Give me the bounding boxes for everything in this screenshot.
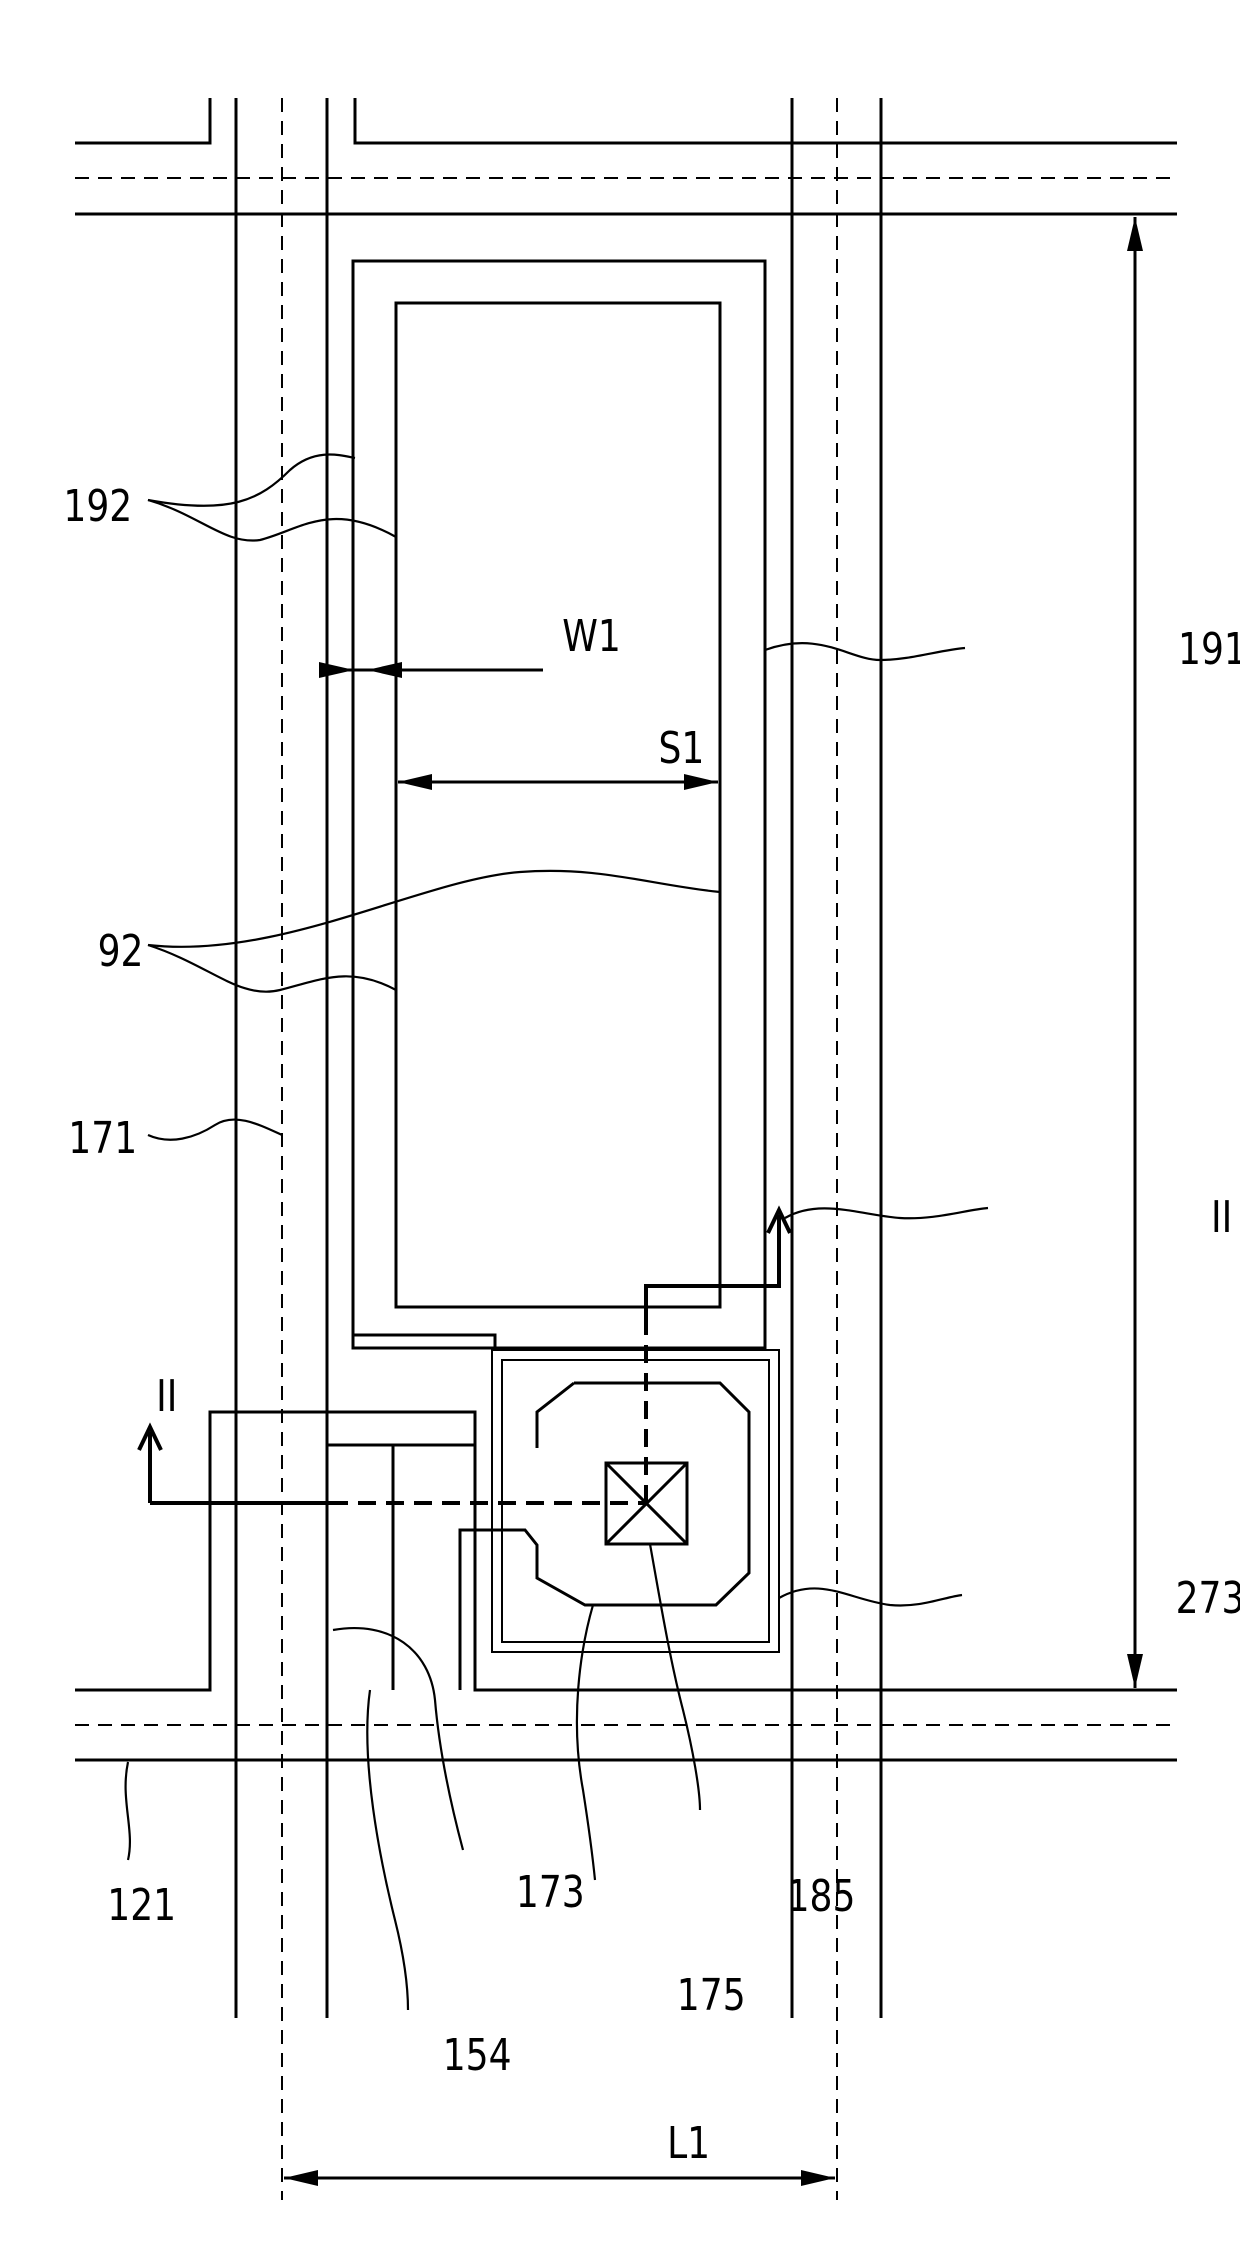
leader-192a [148, 455, 355, 506]
dimension-l2 [1127, 217, 1143, 1688]
label-185: 185 [787, 1872, 856, 1922]
leader-185 [650, 1544, 700, 1810]
drain-electrode-175-upper [537, 1383, 574, 1448]
dimension-l1 [284, 2170, 835, 2186]
label-175: 175 [677, 1971, 746, 2021]
label-92: 92 [98, 927, 144, 977]
inner-pixel-electrode [396, 303, 720, 1307]
data-line-171-left [236, 98, 327, 2200]
label-l1: L1 [667, 2119, 710, 2169]
label-192: 192 [63, 482, 132, 532]
leader-92a [148, 871, 720, 947]
pixel-electrode-191 [353, 261, 765, 1348]
label-s1: S1 [659, 724, 705, 774]
label-w1: W1 [562, 612, 621, 662]
label-191: 191 [1178, 625, 1240, 675]
leader-173 [333, 1628, 463, 1850]
leader-273 [779, 1588, 962, 1605]
leader-121 [126, 1762, 130, 1860]
label-171: 171 [68, 1114, 137, 1164]
label-121: 121 [107, 1881, 176, 1931]
label-173: 173 [516, 1868, 585, 1918]
leader-175 [577, 1605, 595, 1880]
leader-171 [148, 1120, 282, 1140]
label-section-right: II [1211, 1193, 1232, 1243]
leader-191 [765, 643, 965, 660]
leader-154 [367, 1690, 408, 2010]
upper-gate-line [75, 98, 1177, 214]
label-273: 273 [1176, 1574, 1240, 1624]
leader-92b [148, 945, 396, 992]
dimension-s1 [398, 774, 718, 790]
electrode-tab [353, 1335, 495, 1348]
label-section-left: II [156, 1372, 177, 1422]
label-154: 154 [443, 2031, 512, 2081]
leader-ii-right [785, 1208, 988, 1218]
